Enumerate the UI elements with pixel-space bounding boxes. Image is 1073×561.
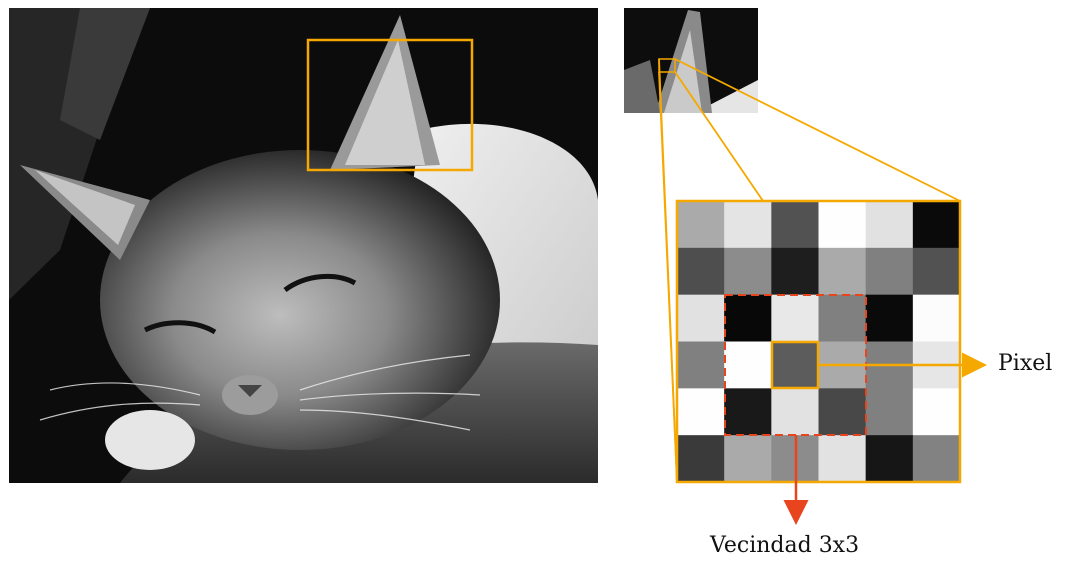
grid-cell <box>677 201 725 249</box>
grid-cell <box>818 247 867 296</box>
grid-cell <box>818 201 867 249</box>
grid-cell <box>865 388 914 436</box>
grid-cell <box>818 388 867 436</box>
grid-cell <box>912 247 961 296</box>
zoom-lines <box>658 58 961 483</box>
grid-cell <box>771 201 819 249</box>
grid-cell <box>912 388 961 436</box>
grid-cell <box>771 388 819 436</box>
grid-cell <box>724 294 772 342</box>
grid-cell <box>724 388 772 436</box>
grid-cell <box>912 294 961 342</box>
cat-ear-thumbnail-icon <box>624 8 758 113</box>
grid-cell <box>865 294 914 342</box>
pixel-grid-border <box>675 199 962 484</box>
grid-cell <box>771 341 819 389</box>
grid-cell <box>912 435 961 483</box>
grid-cell <box>912 201 961 249</box>
grid-cell <box>771 247 819 296</box>
grid-cell <box>724 247 772 296</box>
grid-cell <box>724 341 772 389</box>
pixel-grid <box>677 201 961 483</box>
grid-cell <box>771 294 819 342</box>
grid-cell <box>865 201 914 249</box>
grid-cell <box>818 294 867 342</box>
grid-cell <box>677 341 725 389</box>
grid-cell <box>677 294 725 342</box>
grid-cell <box>677 247 725 296</box>
neighborhood-label: Vecindad 3x3 <box>710 533 860 558</box>
grid-cell <box>865 247 914 296</box>
grid-cell <box>677 435 725 483</box>
grid-cell <box>818 435 867 483</box>
cat-photo-icon <box>9 8 598 483</box>
grid-cell <box>724 435 772 483</box>
grid-cell <box>865 435 914 483</box>
selection-box <box>306 38 474 172</box>
grid-cell <box>677 388 725 436</box>
grid-cell <box>724 201 772 249</box>
pixel-label: Pixel <box>998 351 1053 376</box>
